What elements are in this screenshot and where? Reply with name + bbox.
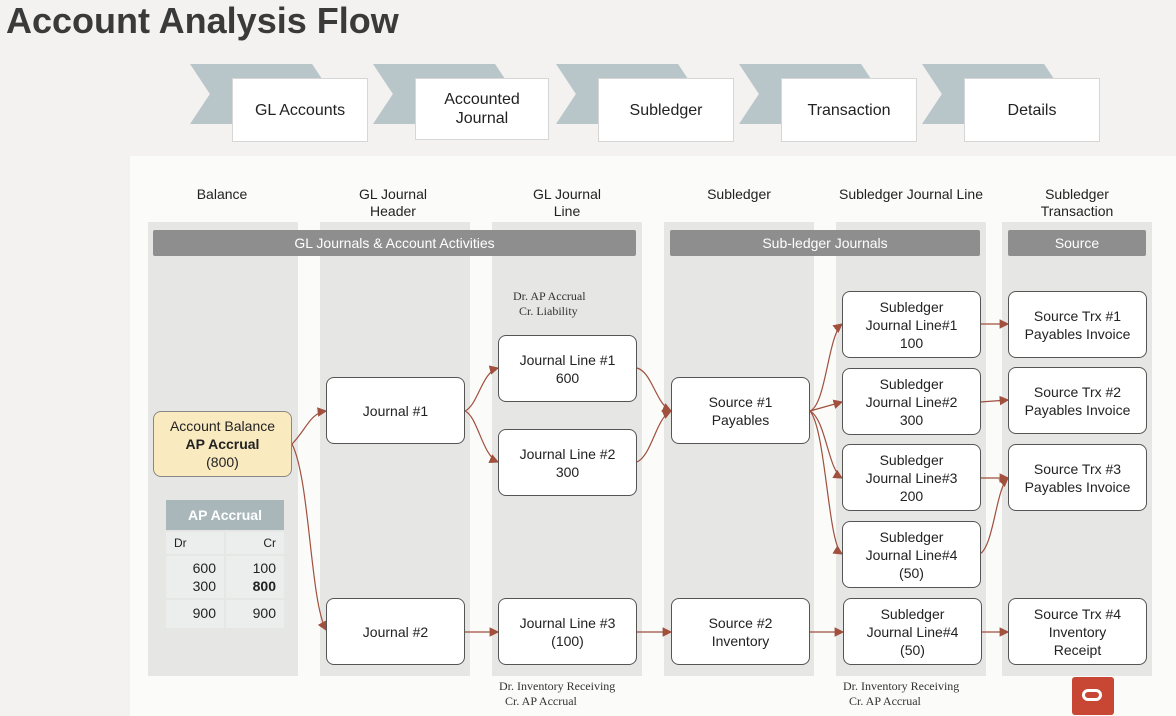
node-text: Payables Invoice [1024, 325, 1131, 342]
node-text: Payables Invoice [1024, 401, 1131, 418]
column-header-subledger: Subledger [707, 186, 771, 202]
t-account-value: 300 [192, 578, 216, 594]
step-details: Details [964, 78, 1100, 142]
node-text: (50) [900, 641, 925, 658]
node-text: Journal Line#3 [865, 469, 958, 486]
node-text: Payables [711, 411, 770, 428]
column-header-subledger-transaction: Subledger Transaction [1040, 186, 1114, 219]
step-accounted-journal: Accounted Journal [415, 78, 549, 140]
node-text: Source #2 [708, 614, 773, 631]
node-text: Payables Invoice [1024, 478, 1131, 495]
note-line: Cr. AP Accrual [505, 694, 577, 708]
node-account-balance: Account Balance AP Accrual (800) [153, 411, 292, 477]
note-line: Cr. Liability [519, 304, 578, 318]
node-text: (800) [206, 454, 239, 470]
node-text: Account Balance [169, 418, 276, 434]
t-account-cr-total: 900 [226, 600, 284, 628]
step-subledger: Subledger [598, 78, 734, 142]
node-text: (50) [899, 564, 924, 581]
t-account-ap-accrual: AP Accrual Dr Cr 600 300 100 800 900 900 [166, 500, 284, 630]
node-text: Journal Line#1 [865, 316, 958, 333]
node-text: Inventory [1048, 623, 1107, 640]
t-account-value: 100 [252, 560, 276, 576]
t-account-dr-total: 900 [166, 600, 224, 628]
step-gl-accounts: GL Accounts [232, 78, 368, 142]
node-text: Journal Line #3 [519, 614, 616, 631]
node-text: Journal Line#4 [865, 546, 958, 563]
band-gl-journals: GL Journals & Account Activities [153, 230, 636, 256]
column-header-subledger-journal-line: Subledger Journal Line [839, 186, 983, 202]
node-text: Journal #2 [362, 623, 429, 640]
node-text: (100) [551, 632, 584, 649]
oracle-logo-icon [1072, 677, 1114, 715]
node-text: Subledger [879, 451, 944, 468]
node-text: 300 [555, 463, 580, 480]
node-text: Receipt [1053, 641, 1102, 658]
node-text: Journal Line #1 [519, 351, 616, 368]
band-source: Source [1008, 230, 1146, 256]
note-line: Cr. AP Accrual [849, 694, 921, 708]
note-line: Dr. AP Accrual [513, 289, 586, 303]
t-account-dr-label: Dr [166, 532, 224, 554]
node-journal-2: Journal #2 [326, 598, 465, 665]
node-text: Journal #1 [362, 402, 429, 419]
node-text: Subledger [879, 298, 944, 315]
note-inventory-right: Dr. Inventory Receiving Cr. AP Accrual [843, 679, 959, 709]
node-text: 300 [899, 411, 924, 428]
t-account-value: 600 [192, 560, 216, 576]
node-text: 200 [899, 487, 924, 504]
band-subledger-journals: Sub-ledger Journals [670, 230, 980, 256]
t-account-cr-values: 100 800 [226, 556, 284, 598]
column-header-gl-journal-header: GL Journal Header [359, 186, 427, 219]
note-line: Dr. Inventory Receiving [499, 679, 616, 693]
page-title: Account Analysis Flow [6, 0, 399, 41]
node-text: Source Trx #1 [1033, 307, 1122, 324]
node-text: Source Trx #4 [1033, 605, 1122, 622]
node-text: Source #1 [708, 393, 773, 410]
node-text: Journal Line#4 [866, 623, 959, 640]
node-text: AP Accrual [185, 436, 260, 452]
node-journal-1: Journal #1 [326, 377, 465, 444]
node-text: Source Trx #3 [1033, 460, 1122, 477]
note-inventory-left: Dr. Inventory Receiving Cr. AP Accrual [499, 679, 615, 709]
node-text: Subledger [879, 375, 944, 392]
node-text: Source Trx #2 [1033, 383, 1122, 400]
note-ap-accrual: Dr. AP Accrual Cr. Liability [513, 289, 586, 319]
node-text: Subledger [879, 528, 944, 545]
step-transaction: Transaction [781, 78, 917, 142]
node-text: 100 [899, 334, 924, 351]
t-account-cr-label: Cr [226, 532, 284, 554]
column-header-gl-journal-line: GL Journal Line [533, 186, 601, 219]
node-journal-line-3: Journal Line #3(100) [498, 598, 637, 665]
t-account-dr-values: 600 300 [166, 556, 224, 598]
note-line: Dr. Inventory Receiving [843, 679, 960, 693]
t-account-value: 800 [252, 578, 276, 594]
t-account-title: AP Accrual [166, 500, 284, 530]
column-header-balance: Balance [196, 186, 248, 202]
node-text: 600 [555, 369, 580, 386]
node-text: Subledger [880, 605, 945, 622]
node-text: Inventory [711, 632, 770, 649]
node-text: Journal Line#2 [865, 393, 958, 410]
node-text: Journal Line #2 [519, 445, 616, 462]
